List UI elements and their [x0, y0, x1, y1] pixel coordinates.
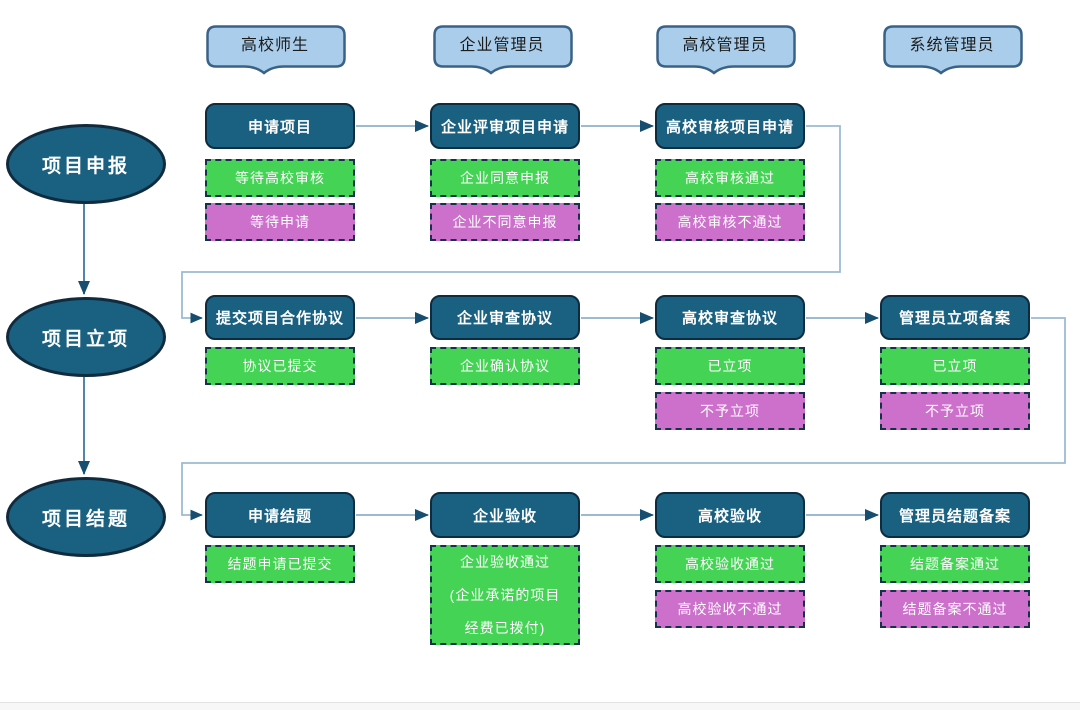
page-bottom-edge — [0, 702, 1080, 710]
status-project-initiated: 已立项 — [655, 347, 805, 385]
lane-label: 系统管理员 — [909, 37, 995, 54]
step-university-review-agreement: 高校审查协议 — [655, 295, 805, 340]
status-project-initiated: 已立项 — [880, 347, 1030, 385]
arrow-row2-to-row3 — [181, 317, 1066, 521]
lane-banner-shape — [433, 25, 573, 75]
step-apply-project: 申请项目 — [205, 103, 355, 149]
lane-header-faculty: 高校师生 — [206, 25, 346, 75]
step-admin-closure-filing: 管理员结题备案 — [880, 492, 1030, 538]
status-closure-filing-passed: 结题备案通过 — [880, 545, 1030, 583]
lane-label: 企业管理员 — [459, 37, 545, 54]
lane-label: 高校师生 — [240, 37, 309, 54]
lane-label: 高校管理员 — [682, 37, 768, 54]
status-enterprise-confirmed-agreement: 企业确认协议 — [430, 347, 580, 385]
step-submit-cooperation-agreement: 提交项目合作协议 — [205, 295, 355, 340]
lane-header-enterprise-admin: 企业管理员 — [433, 25, 573, 75]
status-university-review-failed: 高校审核不通过 — [655, 203, 805, 241]
phase-ellipse-application: 项目申报 — [6, 124, 166, 204]
status-university-acceptance-failed: 高校验收不通过 — [655, 590, 805, 628]
status-project-not-initiated: 不予立项 — [655, 392, 805, 430]
step-apply-closure: 申请结题 — [205, 492, 355, 538]
status-enterprise-acceptance-passed: 企业验收通过 (企业承诺的项目 经费已拨付) — [430, 545, 580, 645]
step-enterprise-review-agreement: 企业审查协议 — [430, 295, 580, 340]
lane-banner-shape — [206, 25, 346, 75]
lane-banner-shape — [883, 25, 1023, 75]
phase-ellipse-closure: 项目结题 — [6, 477, 166, 557]
phase-ellipse-initiation: 项目立项 — [6, 297, 166, 377]
phase-label: 项目结题 — [41, 508, 130, 530]
status-university-acceptance-passed: 高校验收通过 — [655, 545, 805, 583]
step-university-review-application: 高校审核项目申请 — [655, 103, 805, 149]
lane-banner-shape — [656, 25, 796, 75]
lane-header-university-admin: 高校管理员 — [656, 25, 796, 75]
phase-label: 项目申报 — [41, 155, 130, 177]
step-admin-initiation-filing: 管理员立项备案 — [880, 295, 1030, 340]
step-university-acceptance: 高校验收 — [655, 492, 805, 538]
step-enterprise-acceptance: 企业验收 — [430, 492, 580, 538]
status-project-not-initiated: 不予立项 — [880, 392, 1030, 430]
arrow-row1-to-row2 — [181, 125, 841, 324]
step-enterprise-review-application: 企业评审项目申请 — [430, 103, 580, 149]
status-closure-filing-failed: 结题备案不通过 — [880, 590, 1030, 628]
lane-header-system-admin: 系统管理员 — [883, 25, 1023, 75]
status-enterprise-rejected-application: 企业不同意申报 — [430, 203, 580, 241]
status-enterprise-approved-application: 企业同意申报 — [430, 159, 580, 197]
status-waiting-application: 等待申请 — [205, 203, 355, 241]
phase-label: 项目立项 — [41, 328, 130, 350]
status-closure-application-submitted: 结题申请已提交 — [205, 545, 355, 583]
status-waiting-university-review: 等待高校审核 — [205, 159, 355, 197]
status-university-review-passed: 高校审核通过 — [655, 159, 805, 197]
status-agreement-submitted: 协议已提交 — [205, 347, 355, 385]
